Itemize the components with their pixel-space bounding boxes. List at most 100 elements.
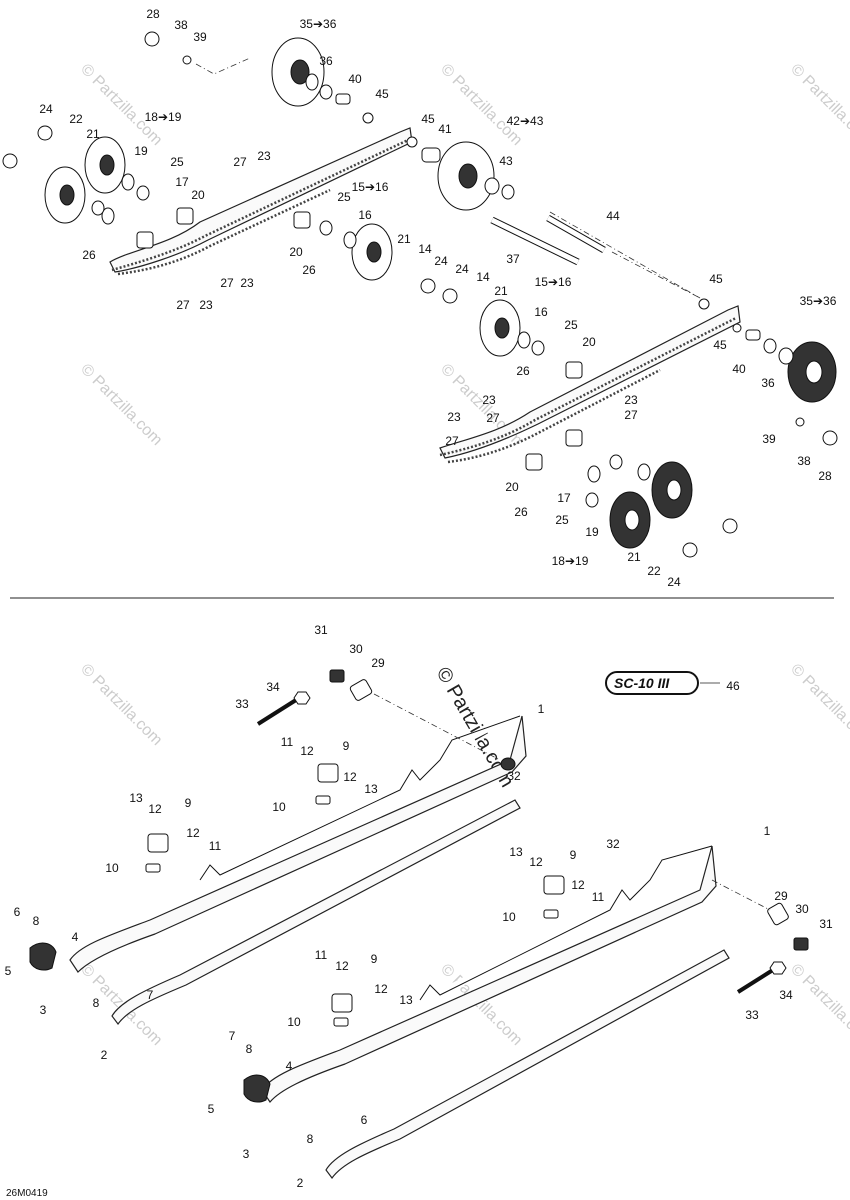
- callout-label: 26: [82, 248, 96, 262]
- callout-label: 16: [358, 208, 372, 222]
- washer: [182, 55, 192, 65]
- left-rail: [109, 127, 413, 273]
- callout-label: 22: [647, 564, 661, 578]
- bracket: [565, 429, 583, 447]
- callout-label: 11: [209, 839, 222, 853]
- callout-label: 21: [86, 127, 100, 141]
- callout-label: 8: [93, 996, 100, 1010]
- callout-label: 6: [361, 1113, 368, 1127]
- cap: [442, 288, 458, 304]
- bearing: [121, 173, 135, 191]
- callout-label: 23: [257, 149, 271, 163]
- callout-label: 27: [486, 411, 500, 425]
- callout-label: 15➔16: [352, 180, 389, 194]
- callout-label: 2: [297, 1176, 304, 1190]
- callout-label: 36: [761, 376, 775, 390]
- cap: [420, 278, 436, 294]
- circlip: [531, 340, 545, 356]
- bracket: [176, 207, 194, 225]
- cap: [722, 518, 738, 534]
- bolt: [256, 698, 298, 726]
- callout-label: 21: [494, 284, 508, 298]
- callout-label: 1: [538, 702, 545, 716]
- callout-label: 21: [397, 232, 411, 246]
- watermark: © Partzilla.com: [787, 61, 850, 149]
- callout-label: 12: [300, 744, 314, 758]
- callout-label: 19: [585, 525, 599, 539]
- cap: [144, 31, 160, 47]
- circlip: [501, 184, 515, 200]
- left-rail-slide-lower: [117, 188, 331, 276]
- nut: [293, 691, 311, 705]
- left-rail-slide: [111, 138, 409, 272]
- assembly-line: [611, 251, 701, 299]
- callout-label: 7: [147, 988, 154, 1002]
- small-block: [543, 909, 559, 919]
- cap: [37, 125, 53, 141]
- callout-label: 3: [243, 1147, 250, 1161]
- spacer: [745, 329, 761, 341]
- assembly-line: [195, 57, 251, 75]
- logo-text: SC-10 III: [614, 675, 670, 691]
- callout-label: 34: [779, 988, 793, 1002]
- circlip: [763, 338, 777, 354]
- callout-label: 14: [476, 270, 490, 284]
- assembly-line: [549, 211, 701, 299]
- callout-label: 41: [438, 122, 452, 136]
- callout-label: 40: [732, 362, 746, 376]
- small-block: [315, 795, 331, 805]
- callout-label: 25: [555, 513, 569, 527]
- callout-label: 30: [349, 642, 363, 656]
- callout-label: 8: [33, 914, 40, 928]
- rail-frame-top: [419, 845, 713, 1001]
- watermark: © Partzilla.com: [77, 661, 165, 749]
- washer: [698, 298, 710, 310]
- wear-block: [147, 833, 169, 853]
- circlip: [319, 220, 333, 236]
- callout-label: 23: [199, 298, 213, 312]
- callout-label: 31: [314, 623, 328, 637]
- callout-label: 31: [819, 917, 833, 931]
- cap: [682, 542, 698, 558]
- bolt: [736, 966, 778, 994]
- small-block: [145, 863, 161, 873]
- circlip: [136, 185, 150, 201]
- callout-label: 10: [272, 800, 286, 814]
- callout-label: 23: [447, 410, 461, 424]
- callout-label: 7: [229, 1029, 236, 1043]
- assembly-line: [711, 879, 771, 911]
- callout-label: 22: [69, 112, 83, 126]
- spacer-tube: [349, 679, 373, 701]
- callout-label: 13: [129, 791, 143, 805]
- assembly-line: [373, 693, 501, 761]
- spacer-tube: [767, 902, 789, 926]
- idler-wheel-hub: [99, 154, 115, 176]
- callout-label: 9: [185, 796, 192, 810]
- bracket: [293, 211, 311, 229]
- callout-label: 12: [529, 855, 543, 869]
- callout-label: 20: [289, 245, 303, 259]
- bearing: [637, 463, 651, 481]
- spacer: [421, 147, 441, 163]
- callout-label: 29: [774, 889, 788, 903]
- washer: [732, 323, 742, 333]
- right-rail: [439, 305, 741, 459]
- callout-label: 17: [175, 175, 189, 189]
- callout-label: 16: [534, 305, 548, 319]
- idler-wheel-hub: [366, 241, 382, 263]
- axle-block: [793, 937, 809, 951]
- callout-label: 10: [105, 861, 119, 875]
- shaft: [490, 217, 580, 265]
- callout-label: 24: [434, 254, 448, 268]
- circlip: [585, 492, 599, 508]
- shaft: [546, 215, 606, 253]
- callout-label: 19: [134, 144, 148, 158]
- callout-label: 20: [582, 335, 596, 349]
- callout-label: 20: [505, 480, 519, 494]
- callout-label: 20: [191, 188, 205, 202]
- callout-label: 9: [570, 848, 577, 862]
- callout-label: 6: [14, 905, 21, 919]
- callout-label: 28: [146, 7, 160, 21]
- callout-label: 24: [667, 575, 681, 589]
